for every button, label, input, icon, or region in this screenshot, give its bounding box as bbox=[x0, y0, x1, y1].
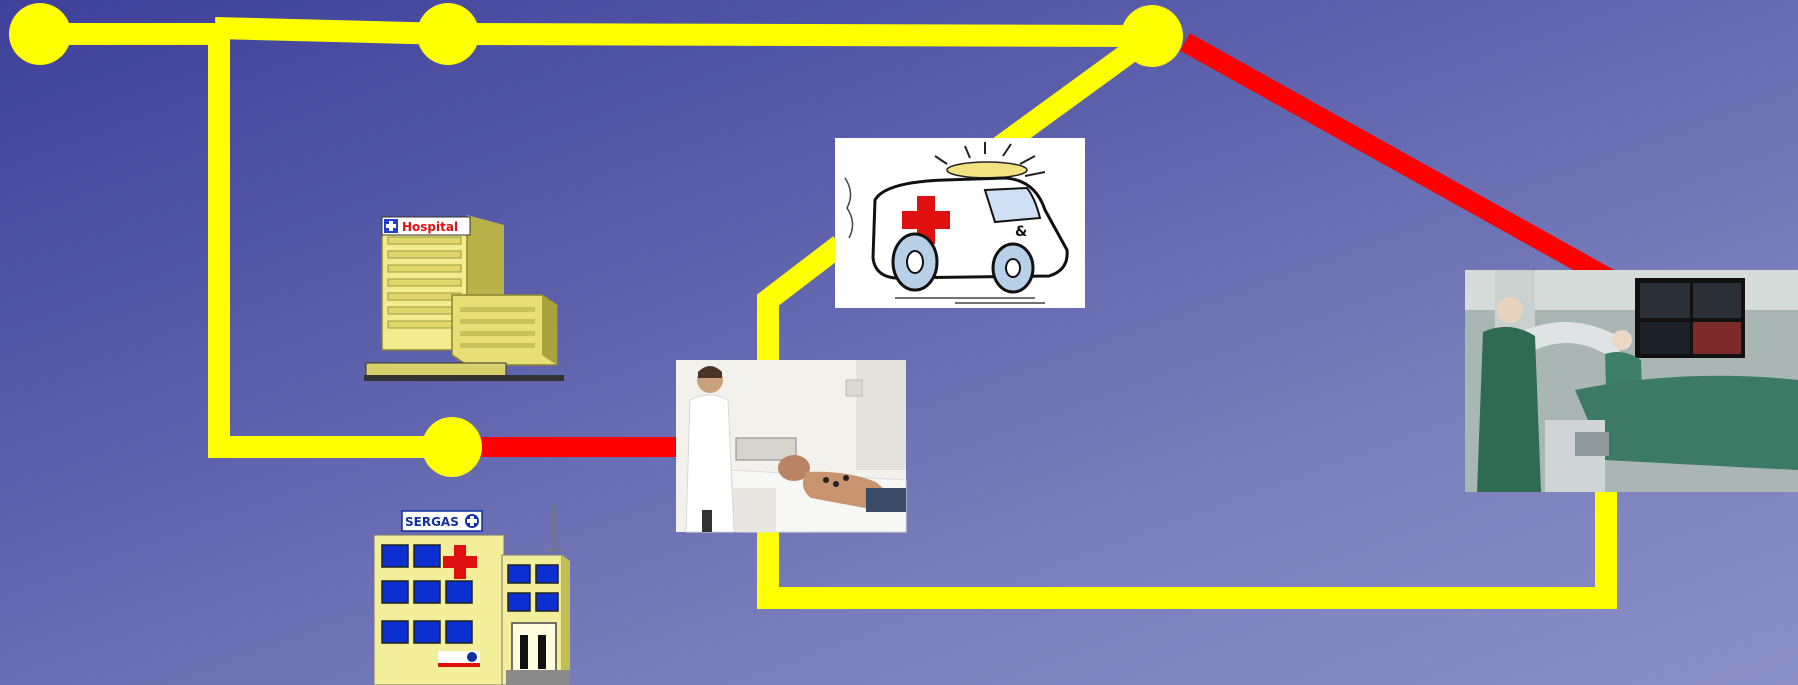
node-right-dot bbox=[1121, 5, 1183, 67]
cath-lab-photo bbox=[1465, 270, 1798, 492]
node-start-dot bbox=[9, 3, 71, 65]
red-path-to-cathlab bbox=[1185, 42, 1617, 283]
health-center-sign-text: SERGAS bbox=[405, 515, 459, 529]
node-health-center-dot bbox=[422, 417, 482, 477]
svg-text:&: & bbox=[1015, 224, 1027, 240]
health-center-building-icon: SERGAS bbox=[374, 505, 570, 685]
ecg-exam-photo bbox=[676, 360, 906, 532]
hospital-building-icon: Hospital bbox=[364, 215, 564, 381]
yellow-path-top-middle bbox=[215, 28, 448, 34]
yellow-path-ambulance-to-ecg bbox=[768, 245, 840, 360]
ambulance-icon: & bbox=[835, 138, 1085, 308]
node-middle-dot bbox=[417, 3, 479, 65]
hospital-sign-text: Hospital bbox=[402, 220, 458, 234]
yellow-path-top-right bbox=[448, 34, 1152, 36]
